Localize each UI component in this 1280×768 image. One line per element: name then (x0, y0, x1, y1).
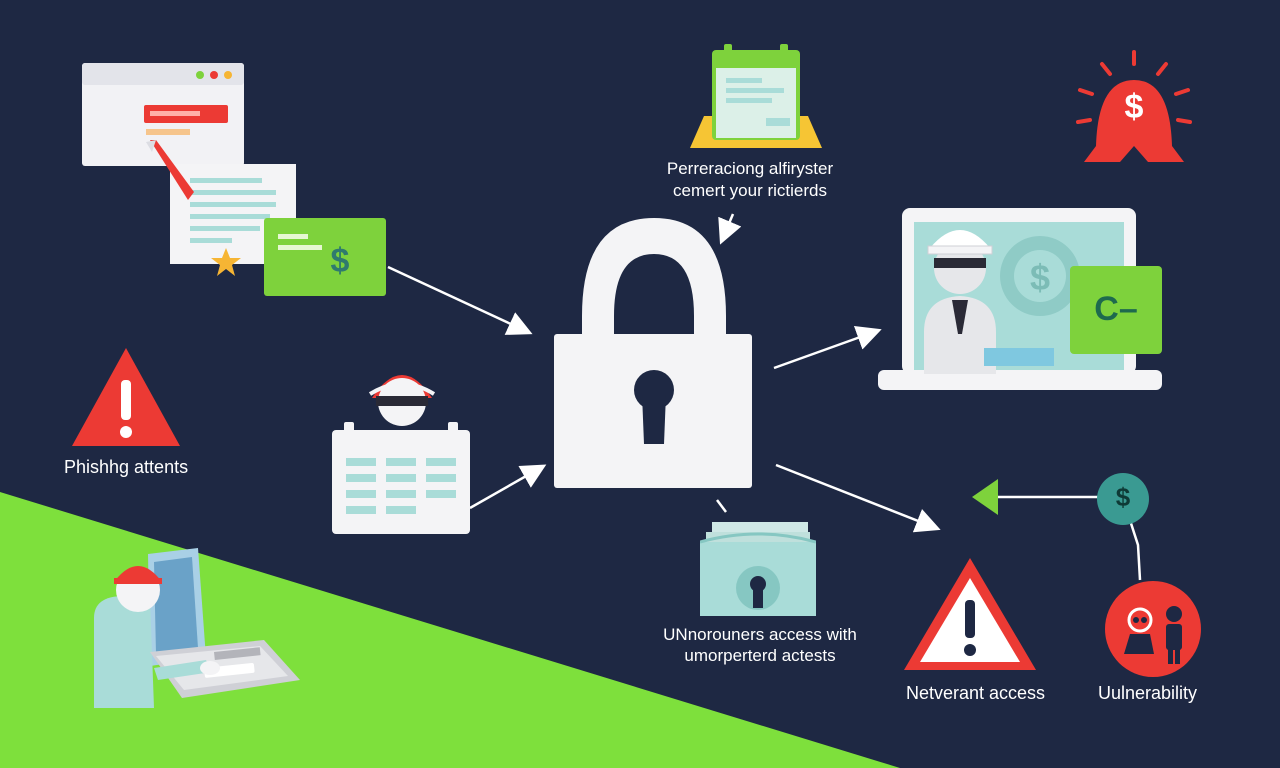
label-unauthorized: UNnorouners access with umorperterd acte… (663, 625, 857, 665)
warning-triangle-icon (72, 348, 180, 446)
arrow-label-to-lock (718, 213, 742, 245)
warning-triangle-icon (904, 558, 1036, 670)
coin-to-vulnerability-line (1126, 513, 1142, 581)
alarm-dollar-icon: $ (1074, 50, 1194, 170)
arrow-cash-to-lock (387, 265, 533, 335)
cash-card-icon: $ (264, 218, 386, 296)
laptop-hacker-icon: $ C– (878, 208, 1164, 392)
calendar-icon (332, 375, 470, 534)
svg-text:$: $ (1030, 257, 1050, 298)
arrow-calendar-to-lock (469, 464, 547, 510)
notepad-icon (690, 44, 822, 148)
hacker-at-laptop-icon (94, 548, 300, 708)
padlock-icon (554, 218, 752, 488)
arrow-lock-to-warning (775, 463, 941, 533)
label-phishing: Phishhg attents (64, 457, 189, 477)
vulnerability-person-icon (1105, 581, 1201, 677)
dollar-coin-icon: $ (1096, 472, 1150, 526)
cash-symbol: $ (330, 242, 350, 280)
monitor-badge: C– (1094, 290, 1138, 328)
alarm-symbol: $ (1124, 88, 1144, 126)
green-arrowhead (972, 479, 998, 515)
coin-symbol: $ (1115, 482, 1131, 512)
tick-mark (716, 499, 727, 513)
document-icon (146, 140, 296, 276)
label-perreractiong: Perreraciong alfiryster cemert your rict… (666, 159, 834, 200)
label-vulnerability: Uulnerability (1098, 683, 1198, 703)
label-netverant: Netverant access (906, 683, 1046, 703)
browser-window-icon (82, 63, 244, 166)
arrow-lock-to-monitor (773, 325, 882, 370)
money-stack-icon (700, 522, 816, 616)
